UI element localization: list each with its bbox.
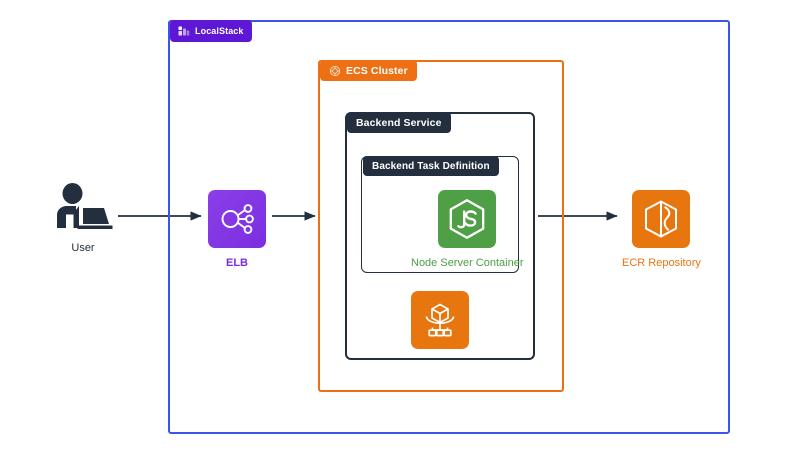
ecs-service-icon: [411, 291, 469, 349]
ecr-repository-icon: [632, 190, 691, 248]
node-user: User: [52, 183, 114, 255]
node-node-server-container: Node Server Container: [411, 190, 524, 270]
node-ecr-repository: ECR Repository: [622, 190, 701, 270]
group-label-ecs-cluster: ECS Cluster: [320, 60, 417, 81]
group-label-ecs-cluster-text: ECS Cluster: [346, 64, 408, 77]
elb-load-balancer-icon: [208, 190, 266, 248]
user-at-laptop-icon: [52, 183, 114, 233]
node-elb: ELB: [208, 190, 266, 270]
nodejs-logo-icon: [438, 190, 497, 248]
node-node-server-container-label: Node Server Container: [411, 257, 524, 269]
group-label-backend-service-text: Backend Service: [356, 116, 442, 129]
node-user-label: User: [71, 242, 95, 254]
localstack-logo-icon: [178, 25, 190, 37]
group-label-backend-service: Backend Service: [347, 112, 451, 133]
group-label-backend-task-definition: Backend Task Definition: [363, 156, 499, 176]
group-label-localstack-text: LocalStack: [195, 26, 244, 36]
ecs-cluster-icon: [329, 65, 341, 77]
group-box-localstack: [168, 20, 730, 434]
group-label-localstack: LocalStack: [170, 20, 252, 42]
node-ecs-service: [411, 291, 469, 349]
node-ecr-repository-label: ECR Repository: [622, 257, 701, 269]
group-label-backend-task-definition-text: Backend Task Definition: [372, 160, 490, 172]
group-box-ecs-cluster: [318, 60, 564, 392]
node-elb-label: ELB: [226, 257, 248, 269]
